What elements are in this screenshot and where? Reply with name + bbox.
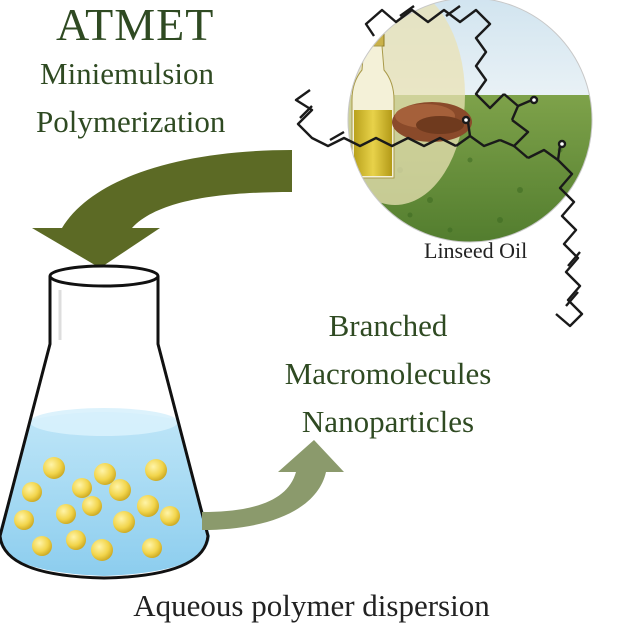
- flax-seeds: [392, 102, 472, 142]
- droplet: [113, 511, 135, 533]
- droplet: [142, 538, 162, 558]
- droplet: [82, 496, 102, 516]
- linseed-oil-label: Linseed Oil: [424, 238, 528, 263]
- droplets: [14, 457, 180, 561]
- droplet: [91, 539, 113, 561]
- droplet: [94, 463, 116, 485]
- droplet: [22, 482, 42, 502]
- droplet: [137, 495, 159, 517]
- caption: Aqueous polymer dispersion: [133, 588, 490, 623]
- curved-arrow-icon: [32, 150, 292, 268]
- droplet: [72, 478, 92, 498]
- droplet: [43, 457, 65, 479]
- linseed-oil-photo: [347, 0, 593, 243]
- droplet: [14, 510, 34, 530]
- product-line-1: Branched: [328, 308, 448, 343]
- product-line-2: Macromolecules: [284, 356, 492, 391]
- small-curved-arrow-icon: [202, 440, 344, 530]
- droplet: [109, 479, 131, 501]
- droplet: [56, 504, 76, 524]
- droplet: [32, 536, 52, 556]
- droplet: [145, 459, 167, 481]
- triglyceride-structure: [294, 5, 584, 328]
- product-line-3: Nanoparticles: [301, 404, 475, 439]
- method-line-1: Miniemulsion: [40, 56, 214, 91]
- flask-icon: [0, 264, 210, 580]
- droplet: [160, 506, 180, 526]
- page-title: ATMET: [56, 0, 215, 50]
- flask-liquid: [0, 412, 210, 576]
- droplet: [66, 530, 86, 550]
- method-line-2: Polymerization: [36, 104, 226, 139]
